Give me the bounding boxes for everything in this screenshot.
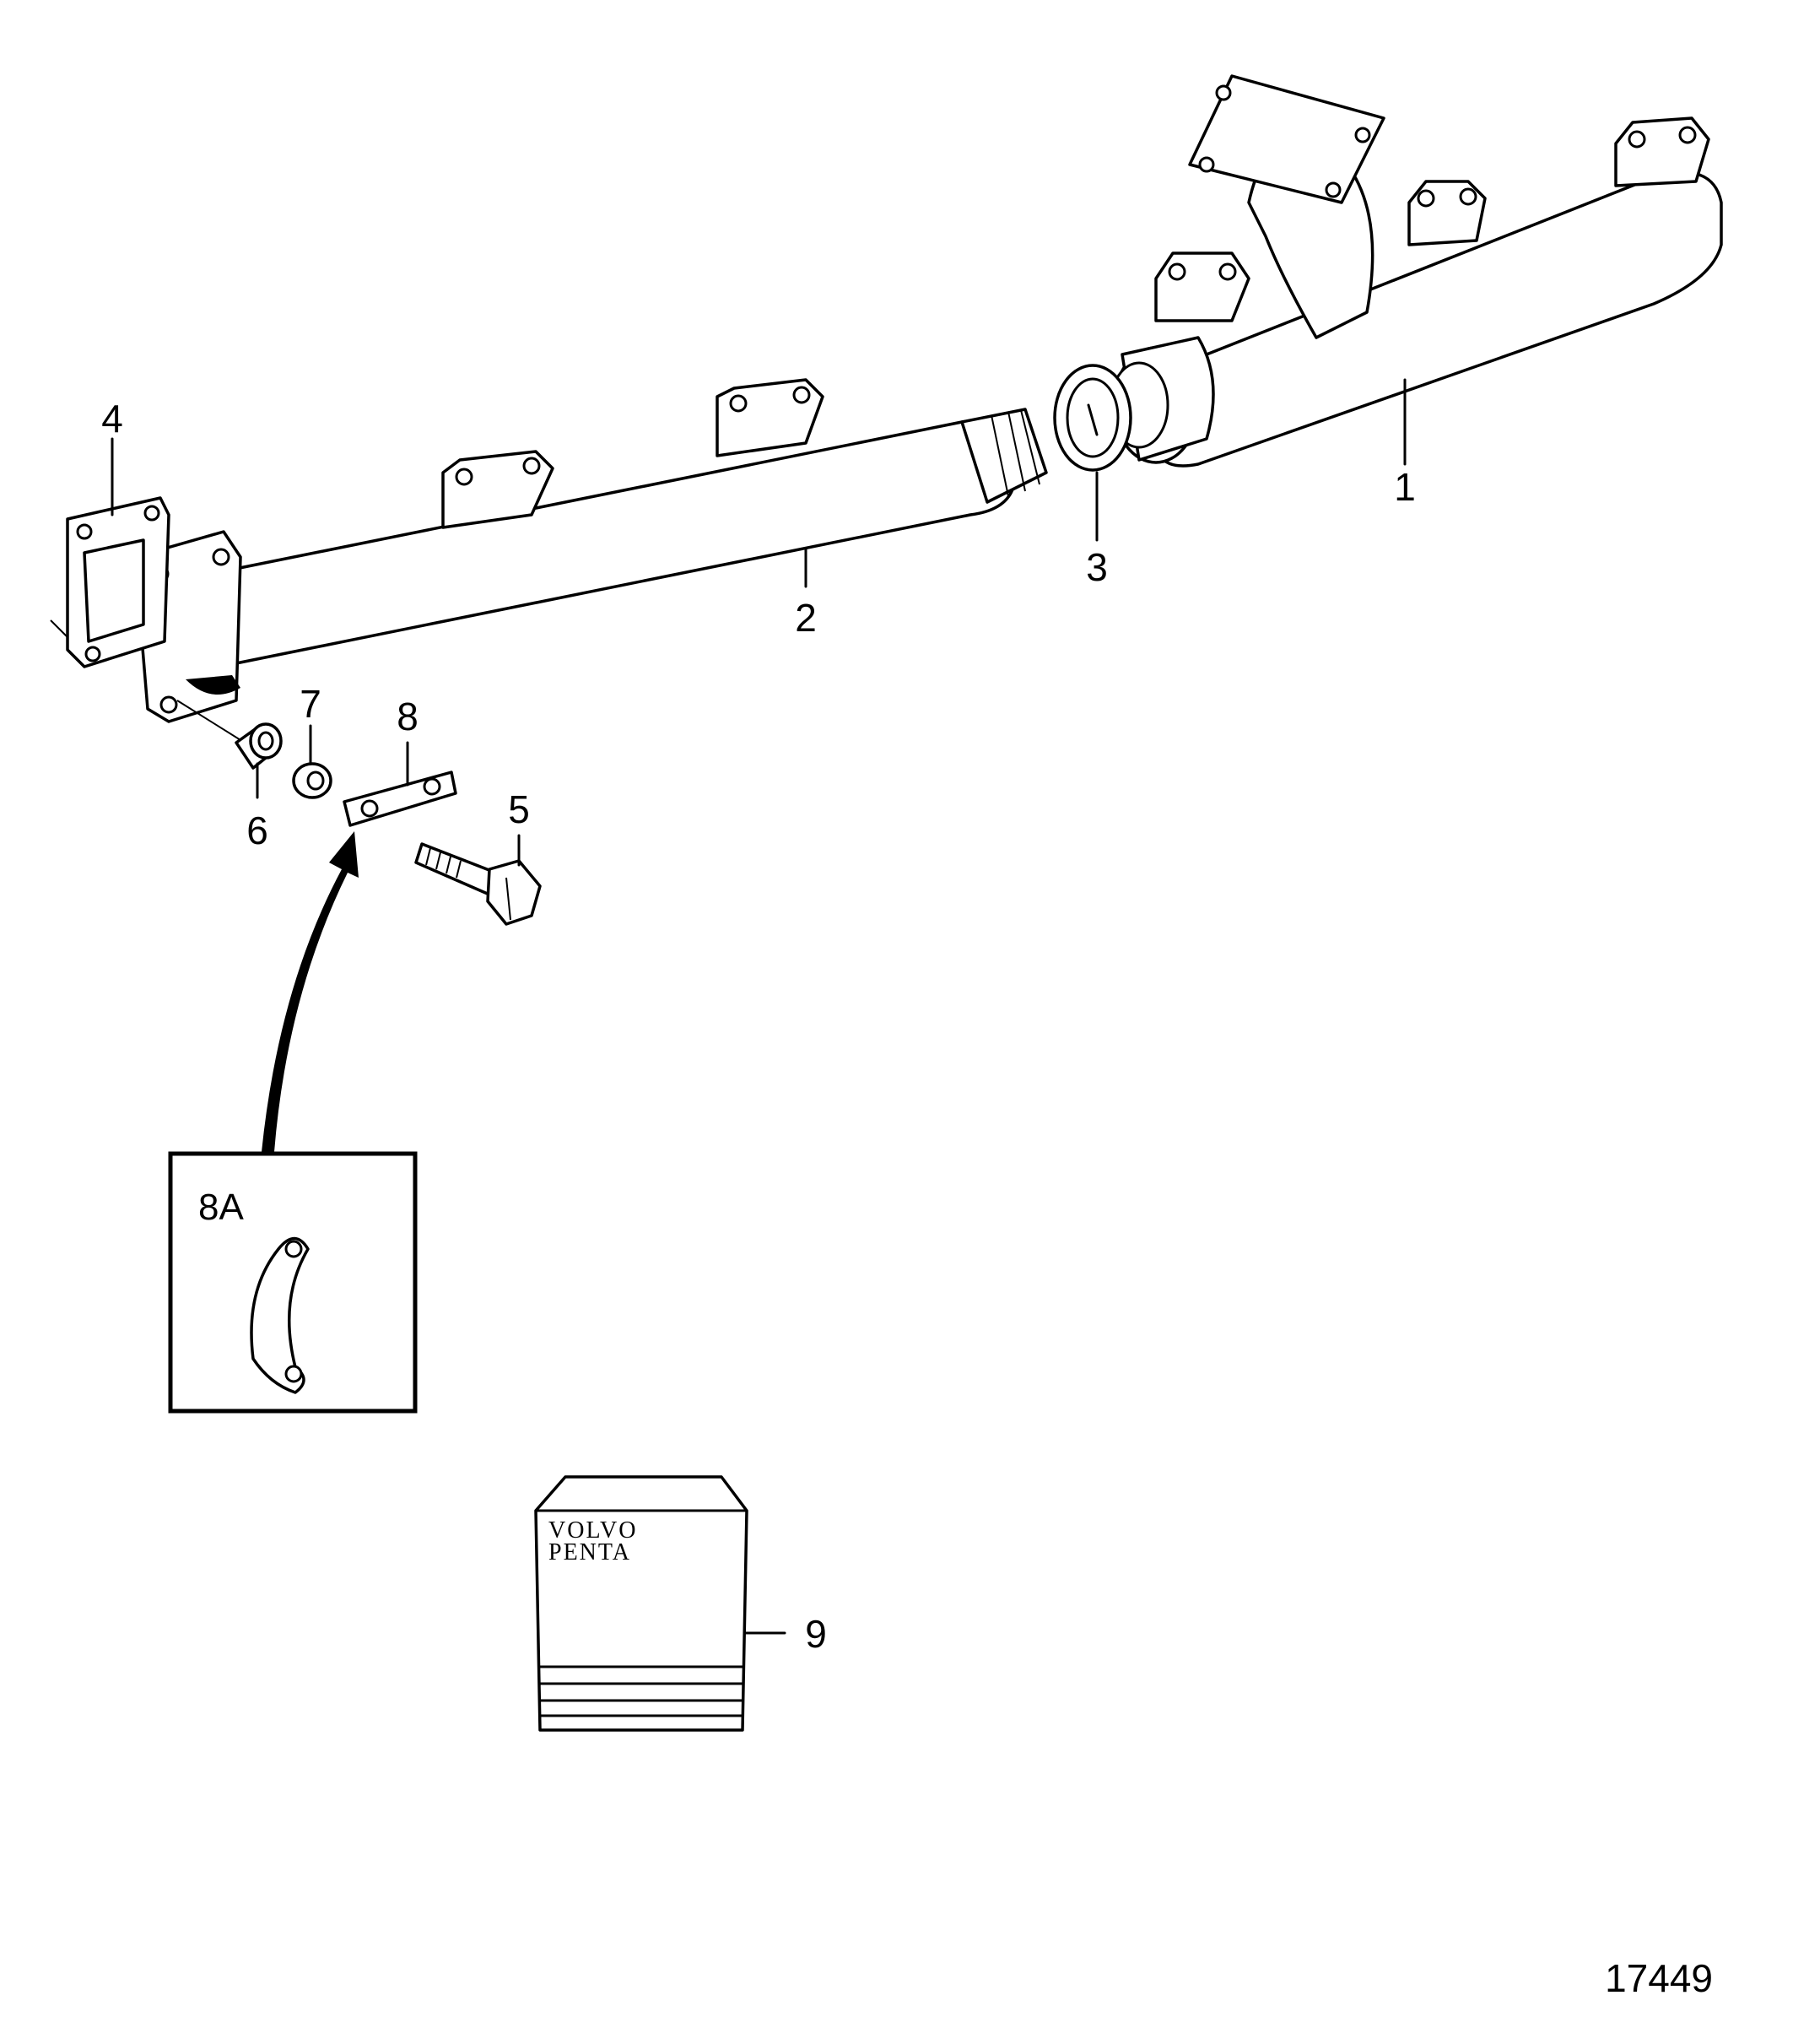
part-1-rear-manifold: [1109, 74, 1723, 468]
callout-7: 7: [300, 682, 321, 726]
callout-1: 1: [1394, 465, 1416, 509]
callout-9: 9: [805, 1612, 827, 1656]
part-2-front-manifold: [133, 378, 1048, 723]
callout-6: 6: [246, 808, 268, 852]
inset-8a-label: 8A: [198, 1187, 244, 1228]
part-8a-curved-locking-plate: [250, 1236, 310, 1394]
leader-lines: [111, 378, 1407, 1635]
part-7-washer: [292, 762, 332, 799]
part-5-bolt: [414, 842, 542, 926]
callout-5: 5: [508, 787, 530, 831]
callout-8: 8: [397, 695, 419, 738]
callout-labels: 1 2 3 4 5 6 7 8 9: [101, 397, 1416, 1656]
part-8-locking-plate: [343, 771, 457, 827]
part-6-spacer-sleeve: [235, 722, 283, 770]
part-4-gasket: [50, 496, 170, 668]
inset-pointer-arrow: [262, 831, 359, 1152]
part-9-gasket-kit-package: VOLVO PENTA: [534, 1475, 748, 1732]
callout-4: 4: [101, 397, 123, 441]
kit-brand-volvo: VOLVO: [548, 1517, 637, 1544]
inset-8a-box: 8A: [168, 1151, 418, 1414]
callout-2: 2: [795, 596, 817, 640]
kit-brand-penta: PENTA: [548, 1539, 631, 1565]
part-3-sealing-ring: [1053, 364, 1132, 472]
assembly-axis-line: [176, 700, 246, 744]
figure-number: 17449: [1605, 1956, 1713, 2000]
callout-3: 3: [1086, 545, 1108, 589]
